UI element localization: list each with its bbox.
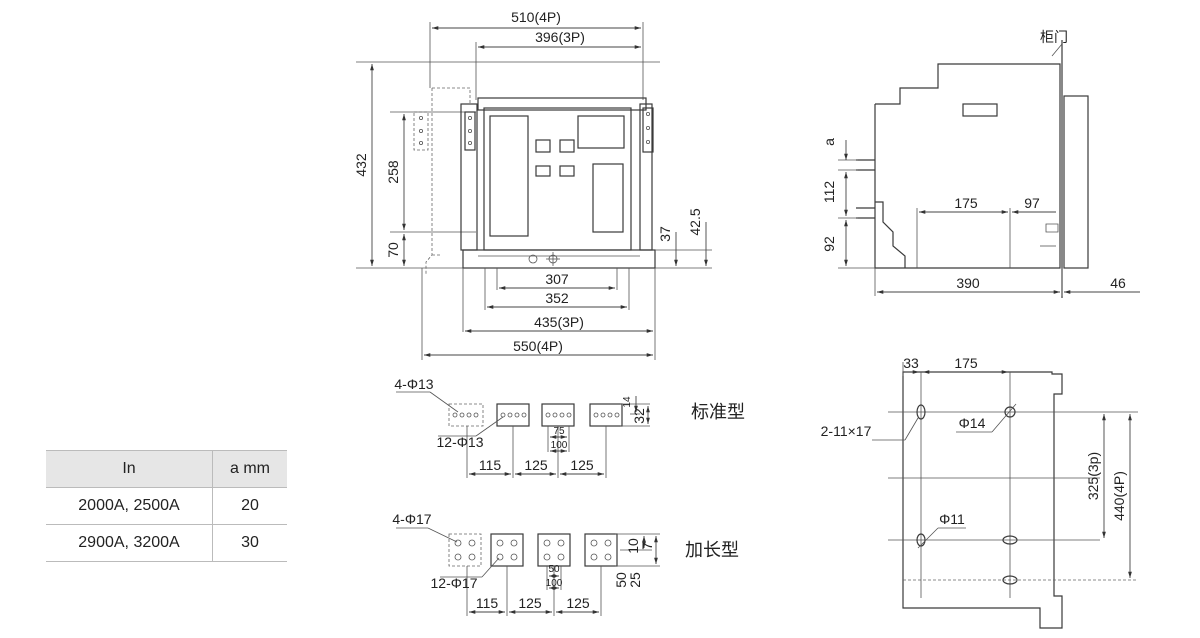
std-dim-75: 75 [553, 426, 565, 437]
std-dim-100: 100 [551, 440, 568, 451]
dim-432: 432 [353, 153, 369, 177]
ext-span-125b: 125 [566, 595, 590, 611]
hole-11-label: Φ11 [939, 511, 965, 527]
header-in: In [46, 450, 213, 488]
row-current: 2000A, 2500A [46, 487, 213, 525]
dim-550: 550(4P) [513, 338, 563, 354]
dim-70: 70 [385, 242, 401, 258]
standard-type-label: 标准型 [691, 402, 745, 422]
extended-type-label: 加长型 [685, 540, 739, 560]
header-a-mm: a mm [212, 450, 287, 488]
std-dim-14: 14 [622, 396, 633, 408]
dim-435: 435(3P) [534, 314, 584, 330]
door-label: 柜门 [1040, 29, 1068, 45]
dim-352: 352 [545, 290, 569, 306]
ext-hole-a: 4-Φ17 [392, 511, 431, 527]
ext-dim-7: 7 [639, 542, 655, 550]
ext-dim-50-vertical: 50 [613, 572, 629, 588]
dim-33: 33 [903, 355, 919, 371]
ext-span-125a: 125 [518, 595, 542, 611]
terminals-extended: 4-Φ17 12-Φ17 10 7 50 25 50 100 115 125 1… [392, 511, 739, 616]
dim-258: 258 [385, 160, 401, 184]
dim-112: 112 [821, 181, 837, 204]
side-view: 柜门 a 112 92 175 97 390 46 [821, 29, 1140, 298]
dim-42-5: 42.5 [687, 208, 703, 235]
row-a-value: 30 [212, 524, 287, 562]
dim-92: 92 [821, 236, 837, 252]
std-span-115: 115 [479, 457, 502, 473]
ext-dim-50: 50 [548, 564, 560, 575]
dim-307: 307 [545, 271, 569, 287]
spec-table: In a mm 2000A, 2500A 20 2900A, 3200A 30 [46, 450, 287, 562]
dim-440: 440(4P) [1111, 471, 1127, 521]
dim-46: 46 [1110, 275, 1126, 291]
dim-37: 37 [657, 226, 673, 242]
mounting-view: 33 175 2-11×17 Φ14 Φ11 325(3p) 440(4P) [821, 355, 1138, 629]
front-view: 510(4P) 396(3P) 432 258 70 37 42.5 307 3… [353, 9, 712, 360]
spec-table-header: In a mm [46, 450, 287, 488]
std-span-125b: 125 [570, 457, 594, 473]
std-dim-32: 32 [631, 408, 647, 424]
ext-dim-100: 100 [546, 578, 563, 589]
slot-label: 2-11×17 [821, 423, 872, 439]
ext-hole-b: 12-Φ17 [431, 575, 478, 591]
dim-97: 97 [1024, 195, 1040, 211]
row-current: 2900A, 3200A [46, 524, 213, 562]
ext-dim-25: 25 [627, 572, 643, 588]
dim-510: 510(4P) [511, 9, 561, 25]
ext-dim-10: 10 [625, 538, 641, 554]
std-hole-b: 12-Φ13 [437, 434, 484, 450]
std-hole-a: 4-Φ13 [394, 376, 433, 392]
ext-span-115: 115 [476, 595, 499, 611]
dim-396: 396(3P) [535, 29, 585, 45]
std-span-125a: 125 [524, 457, 548, 473]
table-row: 2900A, 3200A 30 [46, 524, 287, 562]
dim-390: 390 [956, 275, 980, 291]
terminals-standard: 4-Φ13 12-Φ13 14 32 75 100 115 125 125 标准… [394, 376, 745, 478]
dim-325: 325(3p) [1085, 452, 1101, 500]
dim-a: a [821, 138, 837, 146]
hole-14-label: Φ14 [959, 415, 986, 431]
dim-175: 175 [954, 195, 978, 211]
row-a-value: 20 [212, 487, 287, 525]
table-row: 2000A, 2500A 20 [46, 487, 287, 525]
dim-175-mount: 175 [954, 355, 978, 371]
